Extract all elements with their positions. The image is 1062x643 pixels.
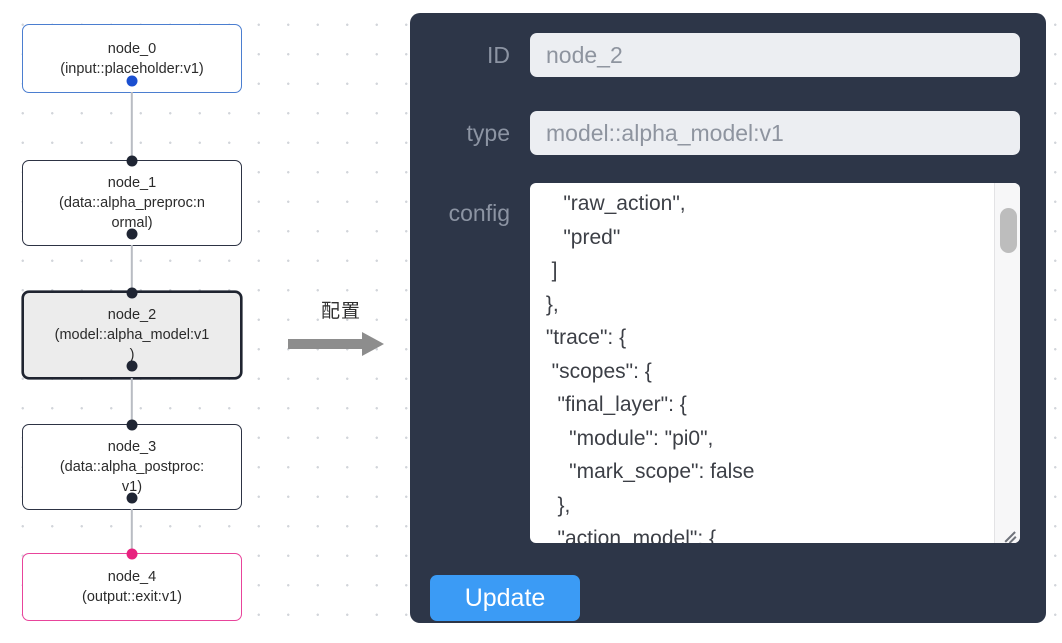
edge-node1-node2 [130,245,134,293]
id-field-label: ID [487,42,510,68]
node-id-label: node_3 [107,439,157,455]
node-handle-target-node_3[interactable] [126,419,138,431]
node-id-label: node_4 [107,569,157,585]
node-inspector-panel: ID type config "raw_action", "pred" ] },… [410,13,1046,623]
type-input[interactable] [530,111,1020,155]
graph-node-node_4[interactable]: node_4 (output::exit:v1) [22,548,242,621]
edge-node3-node4 [130,509,134,555]
node-handle-source-node_3[interactable] [126,492,138,504]
node-id-label: node_2 [107,307,157,323]
node-handle-source-node_1[interactable] [126,228,138,240]
config-field-label: config [448,200,510,226]
field-row-type: type [410,111,1020,155]
transition-label: 配置 [320,301,361,322]
node-type-label-cont: v1) [121,479,143,495]
field-row-id: ID [410,33,1020,77]
node-type-label: (input::placeholder:v1) [60,60,204,77]
config-textarea-wrapper[interactable]: "raw_action", "pred" ] }, "trace": { "sc… [530,183,1020,543]
graph-node-node_1[interactable]: node_1 (data::alpha_preproc:n ormal) [22,155,242,246]
node-handle-source-node_0[interactable] [126,75,138,87]
node-handle-target-node_2[interactable] [126,287,138,299]
node-type-label-cont: ) [129,347,135,363]
edge-node0-node1 [130,92,134,162]
update-button[interactable]: Update [430,575,580,621]
node-handle-source-node_2[interactable] [126,360,138,372]
node-id-label: node_1 [107,175,157,191]
graph-node-node_2[interactable]: node_2 (model::alpha_model:v1 ) [22,287,242,379]
node-type-label-cont: ormal) [111,215,153,231]
transition-annotation: 配置 [288,296,392,357]
id-input[interactable] [530,33,1020,77]
node-type-label: (output::exit:v1) [82,589,182,605]
config-scrollbar[interactable] [994,183,1020,543]
graph-node-node_0[interactable]: node_0 (input::placeholder:v1) [22,24,242,93]
node-type-label: (data::alpha_postproc: [59,459,205,475]
type-field-label: type [466,120,510,146]
field-row-config: config "raw_action", "pred" ] }, "trace"… [410,183,1020,543]
edge-node2-node3 [130,378,134,426]
node-type-label: (model::alpha_model:v1 [54,327,210,343]
node-handle-target-node_4[interactable] [126,548,138,560]
arrow-head [362,332,384,356]
node-type-label: (data::alpha_preproc:n [59,195,205,211]
node-id-label: node_0 [107,40,157,57]
node-handle-target-node_1[interactable] [126,155,138,167]
config-textarea[interactable]: "raw_action", "pred" ] }, "trace": { "sc… [545,192,755,543]
graph-node-node_3[interactable]: node_3 (data::alpha_postproc: v1) [22,419,242,510]
resize-grip-icon[interactable] [1000,524,1018,543]
config-scrollbar-thumb[interactable] [1000,208,1017,253]
arrow-right-icon [288,331,392,357]
arrow-shaft [288,339,366,349]
